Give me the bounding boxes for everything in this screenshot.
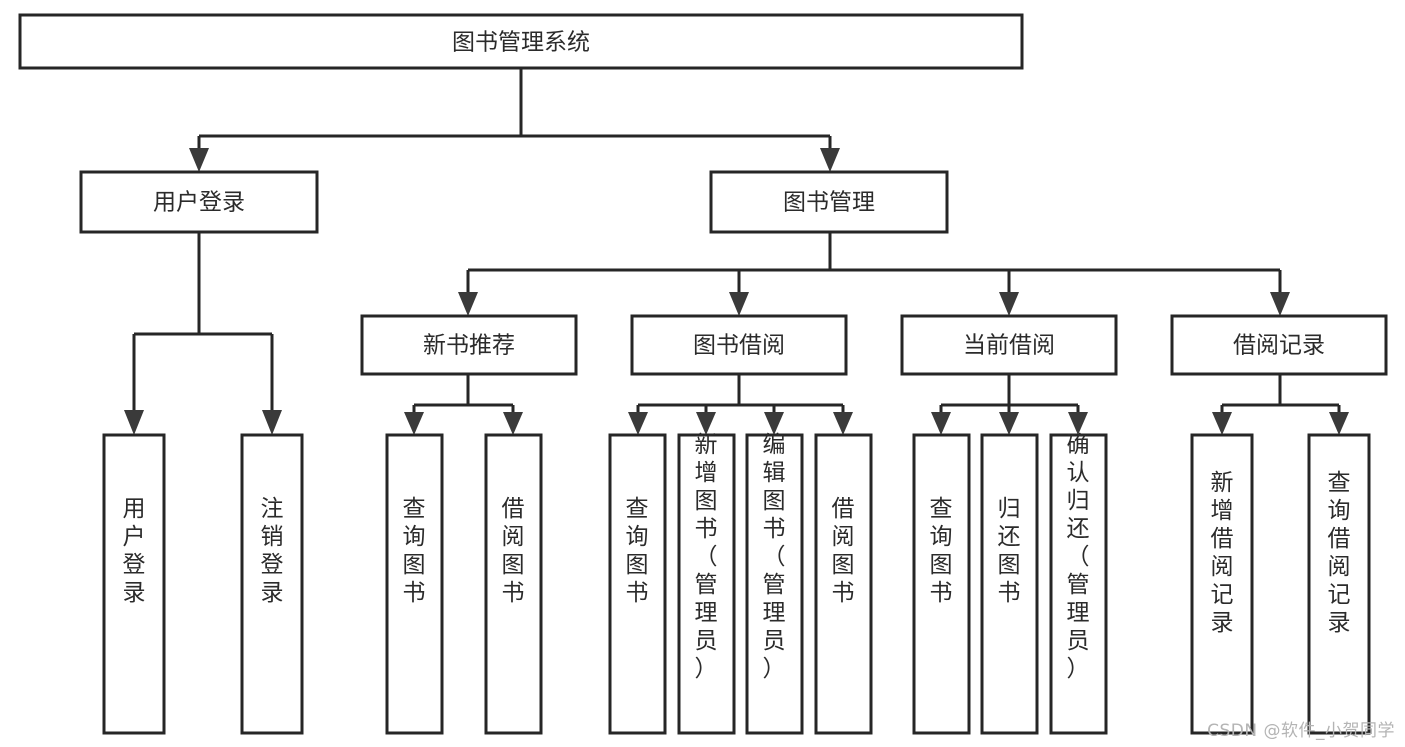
node-book-borrow[interactable]: 图书借阅 <box>630 314 848 376</box>
connector-layer <box>124 68 1349 435</box>
node-current-borrow-label: 当前借阅 <box>963 333 1055 359</box>
arrow-head-icon <box>628 412 648 435</box>
node-leaf-return-book-label: 归还图书 <box>998 496 1021 606</box>
csdn-watermark: CSDN @软件_小贺同学 <box>1207 721 1395 741</box>
node-new-book-recommend-box[interactable] <box>360 314 578 376</box>
node-borrow-record-box[interactable] <box>1170 314 1388 376</box>
node-leaf-confirm-return[interactable]: 确认归还（管理员） <box>1049 432 1108 735</box>
node-book-management-box[interactable] <box>709 170 949 234</box>
arrow-head-icon <box>404 412 424 435</box>
arrow-head-icon <box>1068 412 1088 435</box>
node-leaf-borrow-book-1-label: 借阅图书 <box>502 496 525 606</box>
node-leaf-borrow-book-1-box[interactable] <box>484 433 543 735</box>
node-leaf-query-book-2-label: 查询图书 <box>626 496 649 606</box>
node-leaf-query-book-3-label: 查询图书 <box>930 496 953 606</box>
node-leaf-borrow-book-2-label: 借阅图书 <box>832 496 855 606</box>
node-root[interactable]: 图书管理系统 <box>18 13 1024 70</box>
node-leaf-add-book-box[interactable] <box>677 433 736 735</box>
arrow-head-icon <box>696 412 716 435</box>
node-leaf-edit-book-box[interactable] <box>745 433 804 735</box>
arrow-head-icon <box>729 292 749 316</box>
node-leaf-confirm-return-box[interactable] <box>1049 433 1108 735</box>
arrow-head-icon <box>764 412 784 435</box>
node-leaf-query-book-3-box[interactable] <box>912 433 971 735</box>
node-leaf-query-record-box[interactable] <box>1307 433 1371 735</box>
node-borrow-record[interactable]: 借阅记录 <box>1170 314 1388 376</box>
node-leaf-return-book[interactable]: 归还图书 <box>980 433 1039 735</box>
node-leaf-query-book-1[interactable]: 查询图书 <box>385 433 444 735</box>
node-book-borrow-box[interactable] <box>630 314 848 376</box>
node-leaf-logout[interactable]: 注销登录 <box>240 433 304 735</box>
node-book-management[interactable]: 图书管理 <box>709 170 949 234</box>
node-leaf-query-book-1-label: 查询图书 <box>403 496 426 606</box>
node-leaf-add-record-label: 新增借阅记录 <box>1211 470 1234 636</box>
node-root-box[interactable] <box>18 13 1024 70</box>
node-user-login-label: 用户登录 <box>153 190 245 216</box>
arrow-head-icon <box>1270 292 1290 316</box>
node-leaf-edit-book-label: 编辑图书（管理员） <box>763 432 786 682</box>
node-leaf-return-book-box[interactable] <box>980 433 1039 735</box>
node-current-borrow-box[interactable] <box>900 314 1118 376</box>
node-leaf-query-book-2-box[interactable] <box>608 433 667 735</box>
node-user-login[interactable]: 用户登录 <box>79 170 319 234</box>
node-leaf-borrow-book-2[interactable]: 借阅图书 <box>814 433 873 735</box>
node-leaf-confirm-return-label: 确认归还（管理员） <box>1067 432 1090 682</box>
node-borrow-record-label: 借阅记录 <box>1233 333 1325 359</box>
node-leaf-logout-label: 注销登录 <box>261 496 284 606</box>
arrow-head-icon <box>1212 412 1232 435</box>
node-book-management-label: 图书管理 <box>783 190 875 216</box>
arrow-head-icon <box>189 148 209 172</box>
arrow-head-icon <box>999 292 1019 316</box>
node-leaf-logout-box[interactable] <box>240 433 304 735</box>
arrow-head-icon <box>833 412 853 435</box>
node-new-book-recommend-label: 新书推荐 <box>423 333 515 359</box>
node-book-borrow-label: 图书借阅 <box>693 333 785 359</box>
node-new-book-recommend[interactable]: 新书推荐 <box>360 314 578 376</box>
arrow-head-icon <box>262 410 282 435</box>
node-root-label: 图书管理系统 <box>452 30 590 56</box>
node-current-borrow[interactable]: 当前借阅 <box>900 314 1118 376</box>
node-leaf-add-book-label: 新增图书（管理员） <box>695 432 718 682</box>
node-leaf-query-record[interactable]: 查询借阅记录 <box>1307 433 1371 735</box>
node-leaf-query-book-2[interactable]: 查询图书 <box>608 433 667 735</box>
node-leaf-query-record-label: 查询借阅记录 <box>1328 470 1351 636</box>
node-leaf-query-book-3[interactable]: 查询图书 <box>912 433 971 735</box>
node-leaf-borrow-book-2-box[interactable] <box>814 433 873 735</box>
node-leaf-add-book[interactable]: 新增图书（管理员） <box>677 432 736 735</box>
node-leaf-user-login[interactable]: 用户登录 <box>102 433 166 735</box>
arrow-head-icon <box>458 292 478 316</box>
arrow-head-icon <box>503 412 523 435</box>
arrow-head-icon <box>1329 412 1349 435</box>
arrow-head-icon <box>999 412 1019 435</box>
node-leaf-borrow-book-1[interactable]: 借阅图书 <box>484 433 543 735</box>
node-leaf-add-record-box[interactable] <box>1190 433 1254 735</box>
node-leaf-user-login-label: 用户登录 <box>123 496 146 606</box>
arrow-head-icon <box>931 412 951 435</box>
node-leaf-user-login-box[interactable] <box>102 433 166 735</box>
arrow-head-icon <box>820 148 840 172</box>
node-leaf-edit-book[interactable]: 编辑图书（管理员） <box>745 432 804 735</box>
arrow-head-icon <box>124 410 144 435</box>
node-user-login-box[interactable] <box>79 170 319 234</box>
node-leaf-query-book-1-box[interactable] <box>385 433 444 735</box>
node-leaf-add-record[interactable]: 新增借阅记录 <box>1190 433 1254 735</box>
